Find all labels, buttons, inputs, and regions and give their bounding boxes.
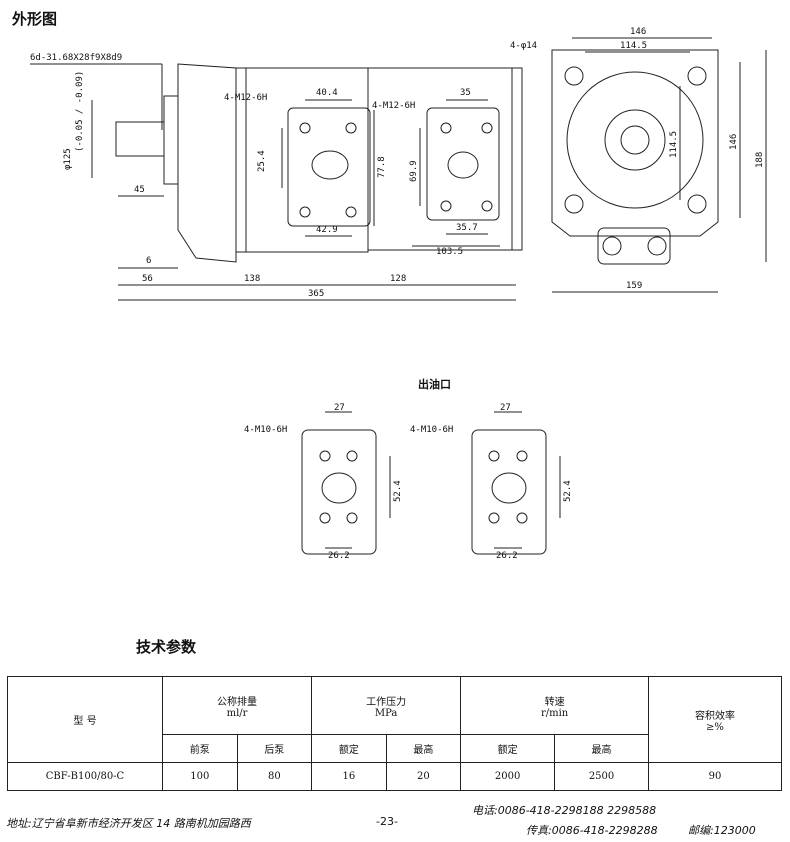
model-header: 型 号 [7, 676, 163, 763]
outlet-bottom-1: 26.2 [328, 551, 350, 561]
s-max-cell: 2500 [554, 762, 649, 791]
dim-69-9: 69.9 [409, 160, 419, 182]
shaft-diameter: φ125 [63, 148, 73, 170]
tech-title: 技术参数 [136, 638, 197, 656]
outlet-thread-2: 4-M10-6H [410, 425, 453, 435]
dim-45: 45 [134, 185, 145, 195]
dim-35: 35 [460, 88, 471, 98]
dim-365: 365 [308, 289, 324, 299]
efficiency-header: 容积效率≥% [648, 676, 782, 763]
outlet-thread-1: 4-M10-6H [244, 425, 287, 435]
dim-6: 6 [146, 256, 151, 266]
outlet-height-1: 52.4 [393, 480, 403, 502]
page-title: 外形图 [12, 10, 58, 28]
dim-146-height: 146 [729, 134, 739, 150]
model-cell: CBF-B100/80-C [7, 762, 163, 791]
dim-138: 138 [244, 274, 260, 284]
dim-42-9: 42.9 [316, 225, 338, 235]
dim-159: 159 [626, 281, 642, 291]
holes-spec: 4-φ14 [510, 41, 537, 51]
rated-pressure-header: 额定 [311, 734, 387, 763]
p-rated-cell: 16 [311, 762, 387, 791]
dim-56: 56 [142, 274, 153, 284]
dim-114-5-height: 114.5 [669, 131, 679, 158]
dim-188: 188 [755, 152, 765, 168]
address: 地址:辽宁省阜新市经济开发区 14 路南机加园路西 [6, 817, 251, 830]
postcode: 邮编:123000 [688, 824, 756, 837]
thread-rear: 4-M12-6H [372, 101, 415, 111]
dim-40-4: 40.4 [316, 88, 338, 98]
outlet-title: 出油口 [418, 378, 451, 391]
rated-speed-header: 额定 [460, 734, 556, 763]
p-max-cell: 20 [385, 762, 462, 791]
dim-128: 128 [390, 274, 406, 284]
front-cell: 100 [162, 762, 238, 791]
dim-35-7: 35.7 [456, 223, 478, 233]
outlet-bottom-2: 26.2 [496, 551, 518, 561]
max-speed-header: 最高 [554, 734, 649, 763]
fax: 传真:0086-418-2298288 [526, 824, 658, 837]
shaft-tolerance: (-0.05 / -0.09) [75, 71, 85, 152]
outline-drawing: 6d-31.68X28f9X8d9 φ125 (-0.05 / -0.09) 4… [30, 27, 767, 301]
thread-front: 4-M12-6H [224, 93, 267, 103]
dim-77-8: 77.8 [377, 156, 387, 178]
phone: 电话:0086-418-2298188 2298588 [472, 804, 657, 817]
s-rated-cell: 2000 [460, 762, 556, 791]
page-number: -23- [376, 815, 398, 828]
outlet-width-2: 27 [500, 403, 511, 413]
outlet-height-2: 52.4 [563, 480, 573, 502]
front-pump-header: 前泵 [162, 734, 238, 763]
efficiency-cell: 90 [648, 762, 782, 791]
outlet-drawing: 27 27 4-M10-6H 4-M10-6H 52.4 52.4 26.2 2… [244, 403, 573, 561]
dim-25-4: 25.4 [257, 150, 267, 172]
dim-146-width: 146 [630, 27, 646, 37]
outlet-width-1: 27 [334, 403, 345, 413]
spline-spec: 6d-31.68X28f9X8d9 [30, 53, 122, 63]
dim-114-5-width: 114.5 [620, 41, 647, 51]
dim-103-5: 103.5 [436, 247, 463, 257]
max-pressure-header: 最高 [385, 734, 462, 763]
rear-pump-header: 后泵 [236, 734, 313, 763]
rear-cell: 80 [236, 762, 313, 791]
